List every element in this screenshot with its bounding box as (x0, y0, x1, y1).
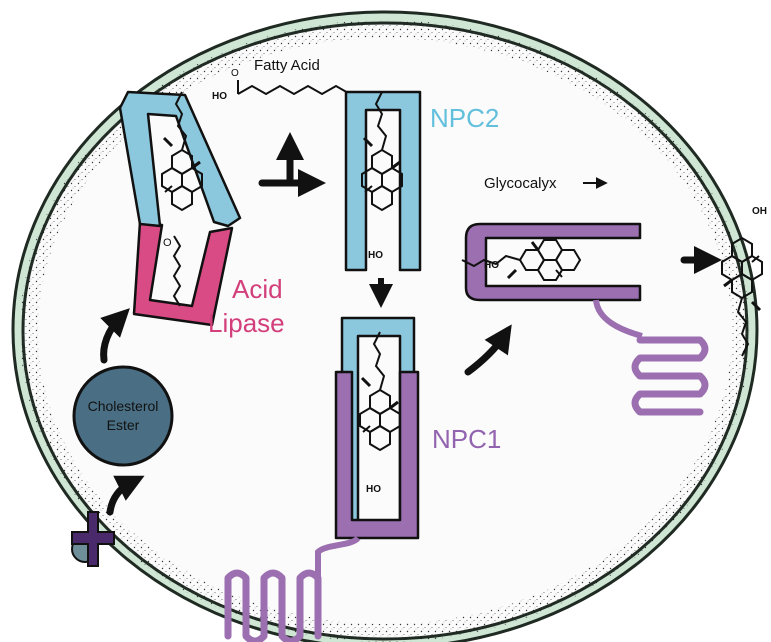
npc2-label: NPC2 (430, 103, 499, 133)
ester-to-lipase-arrow (100, 308, 130, 364)
glycocalyx-label: Glycocalyx (484, 175, 557, 192)
npc1-right-transmembrane-coils (636, 336, 704, 416)
npc1-label: NPC1 (432, 424, 501, 454)
ester-o-label: O (163, 237, 172, 249)
release-arrow (258, 132, 326, 197)
npc1-transmembrane-coils (224, 574, 322, 640)
cholesterol-ester-label-line1: Cholesterol (88, 398, 159, 414)
hydroxyl-label-npc2: HO (368, 250, 383, 261)
npc1-npc2-complex: HO (224, 316, 420, 642)
npc1-protein (334, 370, 420, 540)
npc2-protein-left (118, 90, 242, 228)
npc1-membrane-complex: HO (460, 222, 709, 416)
hydroxyl-label-npc1-right: HO (484, 260, 499, 271)
ester-chain (172, 235, 182, 307)
npc2-protein-top: HO (344, 90, 422, 272)
cholesterol-ester-label-line2: Ester (107, 417, 140, 433)
npc1-right-tether (593, 299, 643, 339)
fatty-acid-label: Fatty Acid (254, 57, 320, 74)
glycocalyx-layer (20, 20, 750, 642)
hydroxyl-label-fatty-acid: HO (212, 91, 227, 102)
fatty-acid-structure: O HO Fatty Acid (212, 57, 351, 102)
hydroxyl-label-npc1: HO (366, 484, 381, 495)
acid-lipase-protein (132, 220, 234, 327)
npc1-tether (315, 535, 361, 578)
receptor-protein (71, 511, 115, 567)
acid-lipase-label-line2: Lipase (208, 308, 285, 338)
transfer-arrow-curve (464, 324, 512, 376)
acid-lipase-label-line1: Acid (232, 274, 283, 304)
exported-cholesterol: OH (720, 206, 767, 358)
hydroxyl-label-outside: OH (752, 206, 767, 217)
cholesterol-ester-particle (72, 365, 174, 467)
receptor-to-ester-arrow (106, 475, 145, 516)
acid-lipase-npc2-complex: O (118, 90, 242, 327)
carbonyl-o: O (231, 68, 239, 79)
